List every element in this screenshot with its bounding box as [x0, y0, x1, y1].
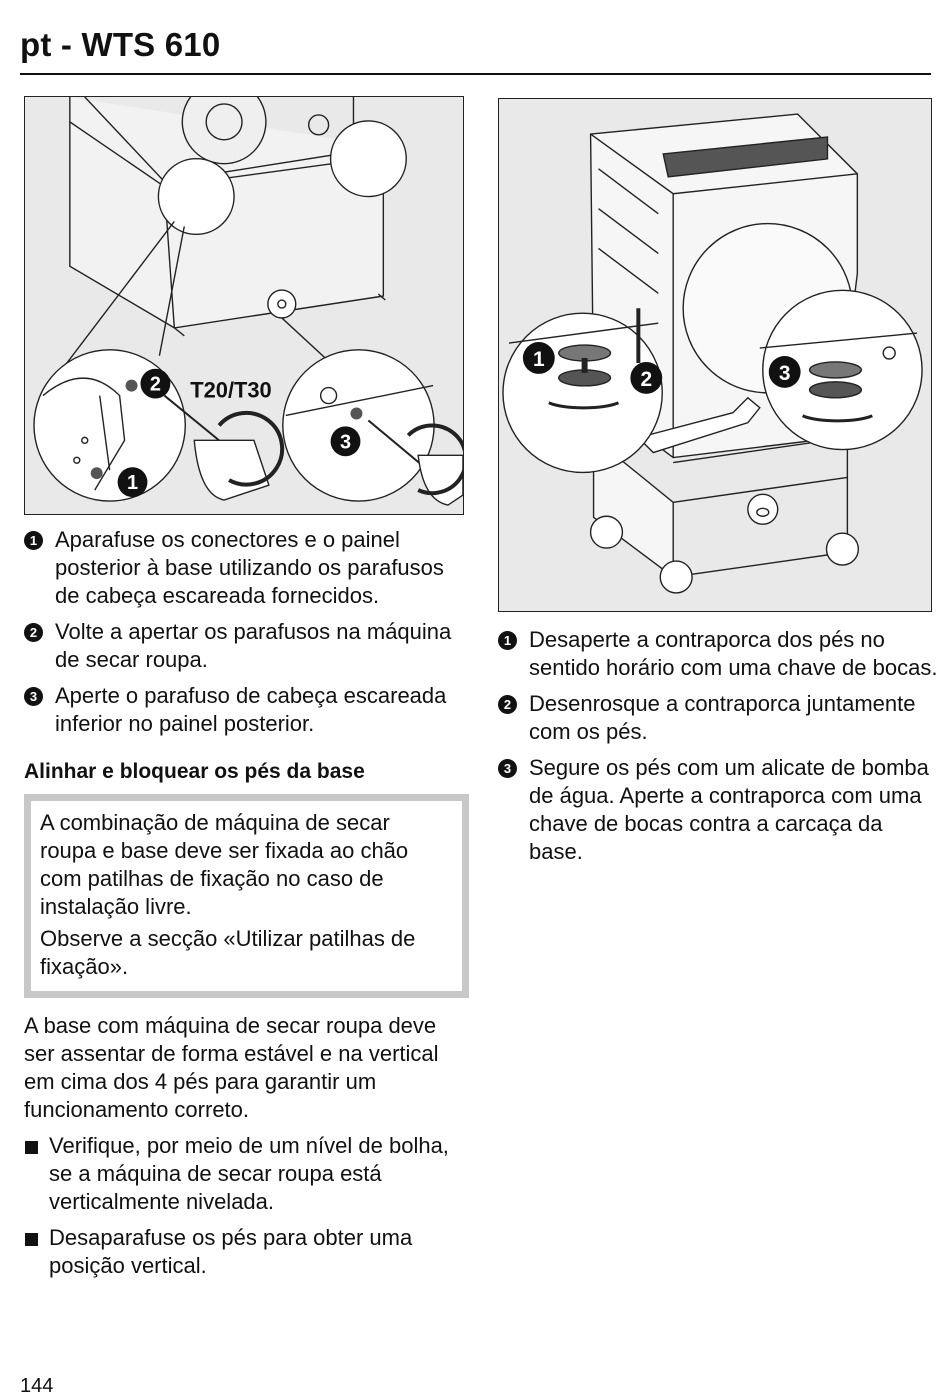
step-text: Volte a apertar os parafusos na má­quina…: [55, 619, 452, 672]
svg-text:3: 3: [779, 362, 791, 385]
left-step-2: 2 Volte a apertar os parafusos na má­qui…: [24, 618, 469, 674]
step-number: 3: [24, 687, 43, 706]
step-number: 2: [498, 695, 517, 714]
svg-text:1: 1: [533, 348, 545, 371]
page-title: pt - WTS 610: [20, 26, 221, 63]
body-paragraph: A base com máquina de secar roupa de­ve …: [24, 1013, 439, 1122]
step-number: 1: [24, 531, 43, 550]
svg-text:1: 1: [127, 472, 138, 494]
bullet-item: Desaparafuse os pés para obter uma posiç…: [24, 1224, 469, 1280]
bullet-item: Verifique, por meio de um nível de bo­lh…: [24, 1132, 469, 1216]
note-text: A combinação de máquina de secar roupa e…: [40, 810, 409, 919]
callout-right-2: 2: [630, 361, 663, 394]
callout-right-1: 1: [522, 342, 555, 374]
step-number: 1: [498, 631, 517, 650]
left-column: 1 Aparafuse os conectores e o painel pos…: [24, 526, 469, 1288]
callout-left-1: 1: [117, 467, 148, 498]
left-step-1: 1 Aparafuse os conectores e o painel pos…: [24, 526, 469, 610]
step-text: Aparafuse os conectores e o painel poste…: [55, 527, 444, 608]
step-text: Segure os pés com um alicate de bomba de…: [529, 755, 929, 864]
svg-text:2: 2: [641, 368, 653, 391]
page-number: 144: [20, 1375, 54, 1397]
step-text: Aperte o parafuso de cabeça esca­reada i…: [55, 683, 447, 736]
bullet-text: Desaparafuse os pés para obter uma posiç…: [49, 1225, 413, 1278]
figure-foot-adjustment: 1 2 3: [498, 98, 932, 612]
callout-left-2: 2: [140, 368, 171, 399]
section-heading: Alinhar e bloquear os pés da base: [24, 760, 365, 783]
callout-left-3: 3: [330, 426, 361, 457]
step-text: Desenrosque a contraporca junta­mente co…: [529, 691, 916, 744]
note-reference: Observe a secção «Utilizar patilhas de f…: [40, 926, 416, 979]
header-rule: [20, 73, 931, 75]
callout-right-3: 3: [768, 355, 801, 388]
left-step-3: 3 Aperte o parafuso de cabeça esca­reada…: [24, 682, 469, 738]
step-number: 2: [24, 623, 43, 642]
figure-base-screw-installation: 2 1 3 T20/T30: [24, 96, 464, 515]
svg-text:3: 3: [340, 431, 351, 453]
right-step-2: 2 Desenrosque a contraporca junta­mente …: [498, 690, 938, 746]
step-text: Desaperte a contraporca dos pés no senti…: [529, 627, 938, 680]
right-step-1: 1 Desaperte a contraporca dos pés no sen…: [498, 626, 938, 682]
svg-text:2: 2: [150, 374, 161, 396]
right-step-3: 3 Segure os pés com um alicate de bomba …: [498, 754, 938, 866]
step-number: 3: [498, 759, 517, 778]
tool-size-label: T20/T30: [190, 378, 271, 403]
bullet-text: Verifique, por meio de um nível de bo­lh…: [49, 1133, 449, 1214]
note-box: A combinação de máquina de secar roupa e…: [24, 794, 469, 998]
square-bullet-icon: [25, 1233, 38, 1246]
square-bullet-icon: [25, 1141, 38, 1154]
right-column: 1 Desaperte a contraporca dos pés no sen…: [498, 626, 938, 874]
